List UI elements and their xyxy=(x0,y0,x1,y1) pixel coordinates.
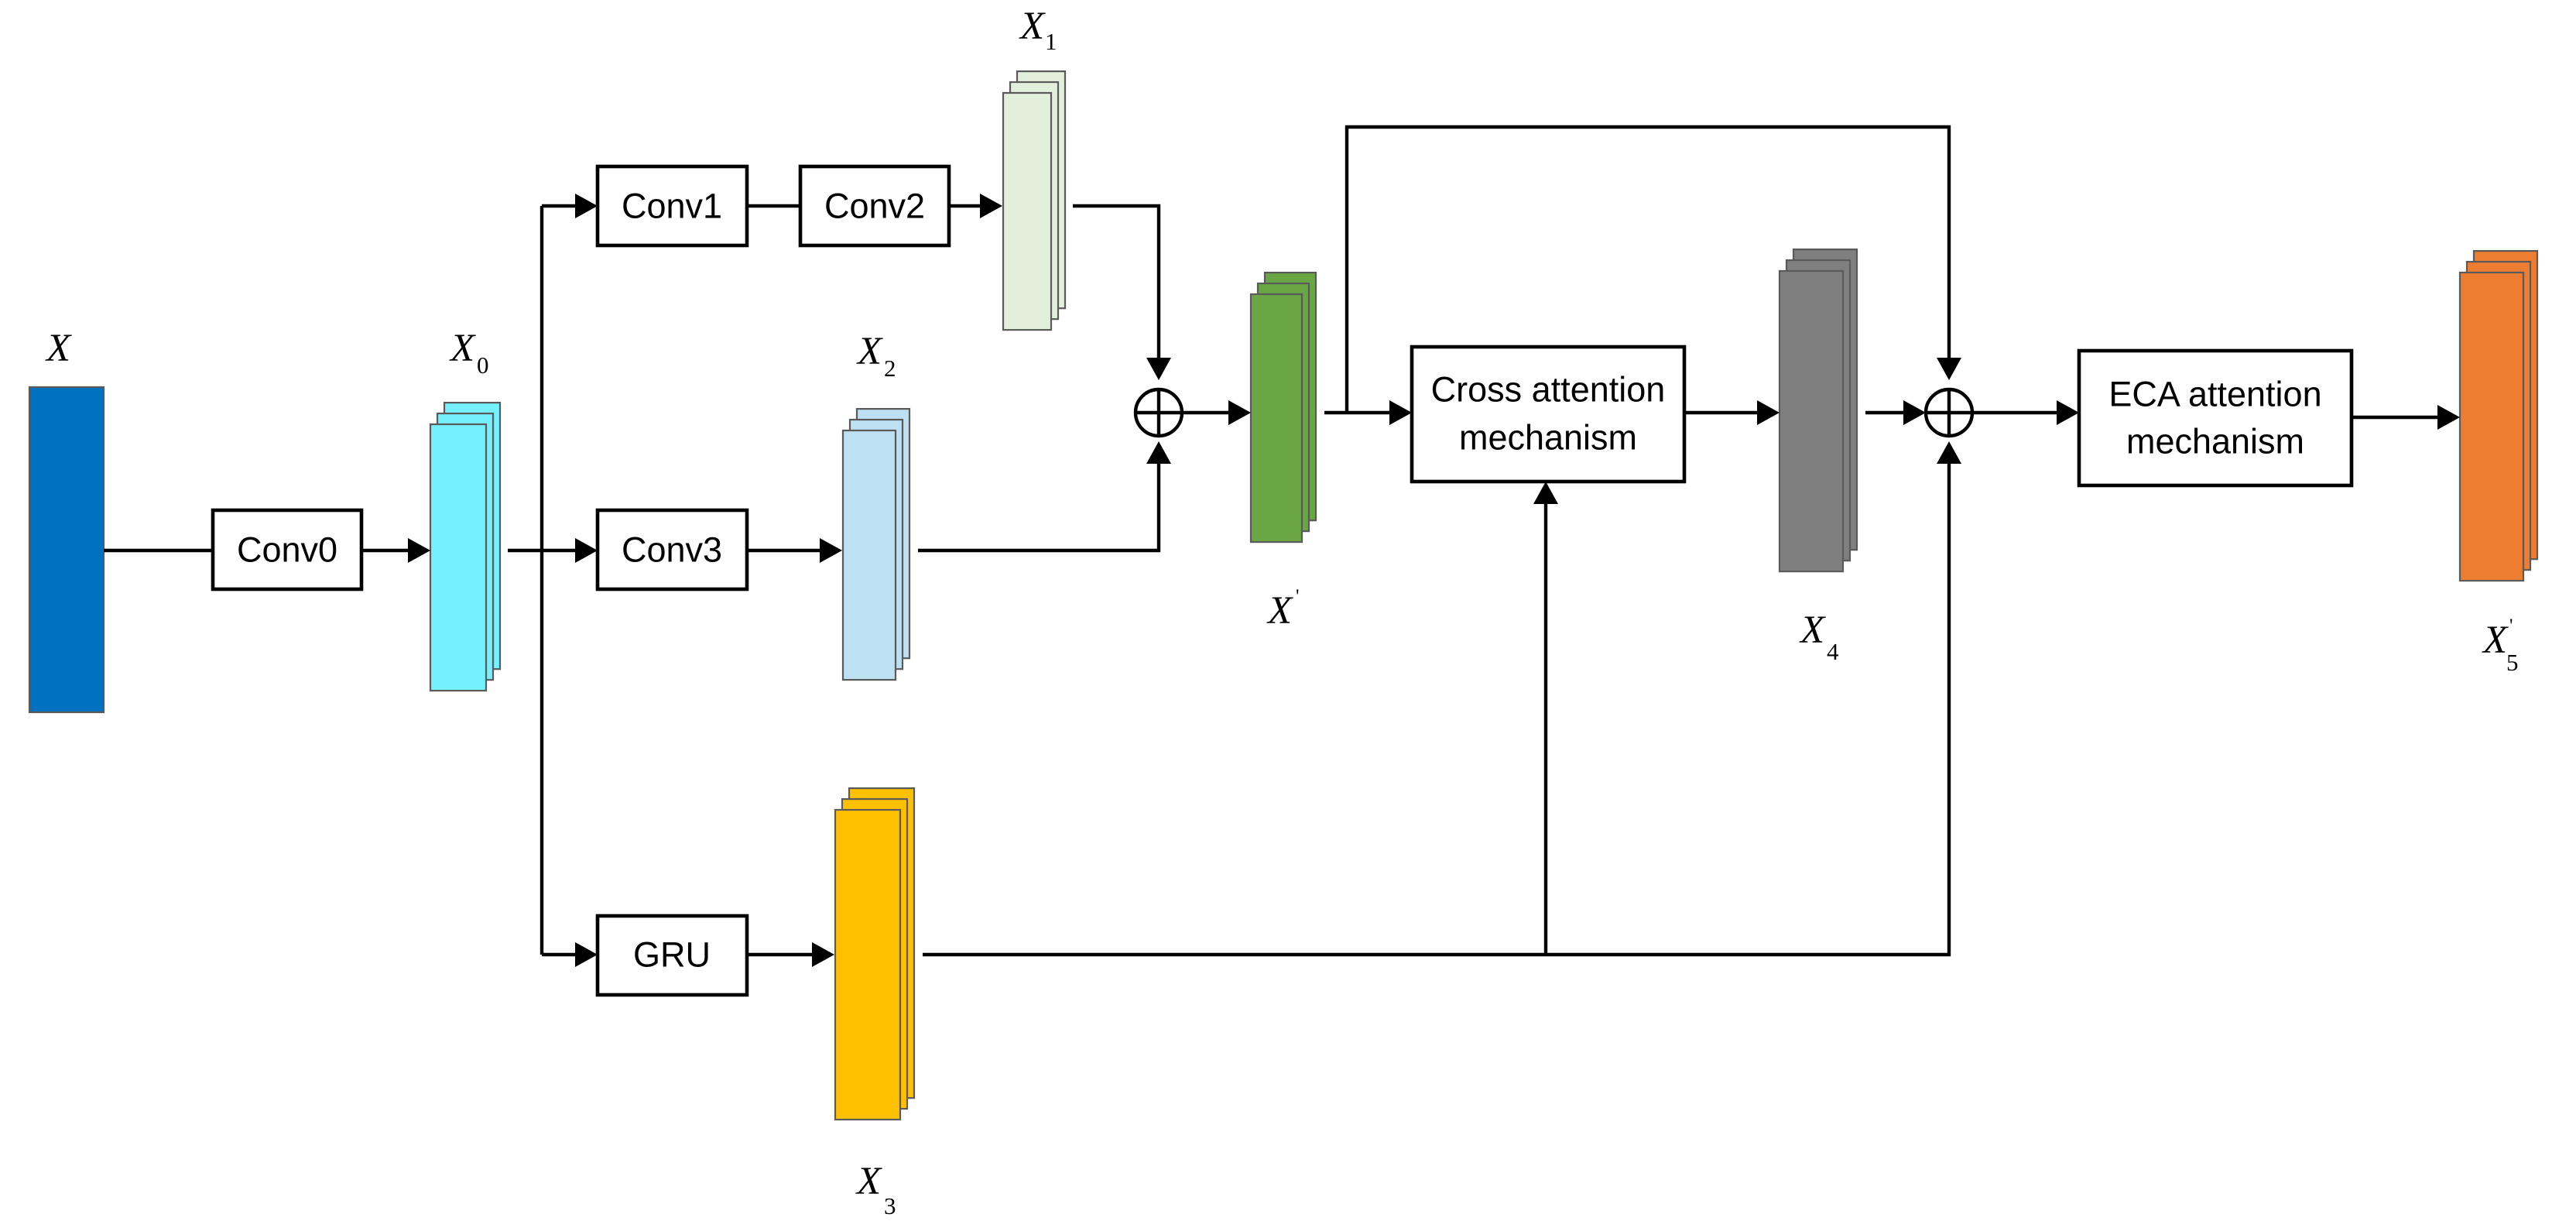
arrowhead xyxy=(1228,400,1251,425)
conv2-label: Conv2 xyxy=(824,187,925,226)
label-x1-symbol: X xyxy=(1019,5,1046,48)
eca-attention-label-line2: mechanism xyxy=(2126,422,2304,461)
x3-output-line xyxy=(923,464,1951,957)
gru-label: GRU xyxy=(633,935,711,975)
arrowhead xyxy=(1146,358,1171,380)
conv1-block: Conv1 xyxy=(595,164,749,248)
arrowhead xyxy=(2437,405,2460,430)
x2-to-sum1-line xyxy=(918,464,1161,553)
conv3-block: Conv3 xyxy=(595,508,749,591)
arrowhead xyxy=(1533,482,1558,504)
feature-map-x4 xyxy=(1778,249,1858,573)
label-x0-subscript: 0 xyxy=(477,351,489,379)
arrowhead xyxy=(575,538,598,563)
conv3-label: Conv3 xyxy=(622,530,722,570)
conv2-block: Conv2 xyxy=(798,164,951,248)
label-x0: X 0 xyxy=(449,327,489,379)
feature-map-x xyxy=(28,386,105,714)
cross-attention-block: Cross attention mechanism xyxy=(1410,345,1687,484)
label-x5-prime-mark: ' xyxy=(2509,616,2513,636)
label-x0-symbol: X xyxy=(449,327,476,370)
label-x5-prime: X ' 5 xyxy=(2482,616,2519,676)
label-x2-subscript: 2 xyxy=(884,355,896,382)
feature-map-x1 xyxy=(1002,70,1067,331)
label-x2-symbol: X xyxy=(856,330,883,373)
feature-map-x2 xyxy=(841,407,911,681)
x1-to-sum1-line xyxy=(1073,204,1161,358)
arrowhead xyxy=(980,194,1002,218)
label-x5-prime-subscript: 5 xyxy=(2506,649,2519,676)
feature-map-front-layer xyxy=(2458,271,2525,582)
label-x4: X 4 xyxy=(1799,609,1839,665)
cross-attention-label-line1: Cross attention xyxy=(1431,370,1666,410)
arrowhead xyxy=(1937,358,1961,380)
eca-attention-block: ECA attention mechanism xyxy=(2077,348,2354,488)
arrowhead xyxy=(575,194,598,218)
feature-map-front-layer xyxy=(1778,269,1845,573)
connectors xyxy=(104,125,2460,967)
label-x3: X 3 xyxy=(855,1160,896,1219)
label-x3-subscript: 3 xyxy=(884,1192,896,1219)
feature-map-front-layer xyxy=(1002,91,1053,331)
feature-map-x0 xyxy=(429,401,502,692)
conv0-label: Conv0 xyxy=(237,530,337,570)
conv1-label: Conv1 xyxy=(622,187,722,226)
feature-map-x3 xyxy=(834,787,916,1121)
label-x3-symbol: X xyxy=(855,1160,882,1203)
feature-map-front-layer xyxy=(28,386,105,714)
skip-connection-line xyxy=(1345,125,1951,413)
arrowhead xyxy=(1146,441,1171,464)
arrowhead xyxy=(812,942,834,967)
label-x2: X 2 xyxy=(856,330,896,382)
label-x-prime: X ' xyxy=(1266,586,1300,633)
sum-node-2 xyxy=(1923,387,1975,438)
arrowhead xyxy=(408,538,430,563)
arrowhead xyxy=(820,538,842,563)
conv0-block: Conv0 xyxy=(211,508,364,591)
label-x-symbol: X xyxy=(45,327,72,370)
arrowhead xyxy=(1937,441,1961,464)
sum-node-1 xyxy=(1133,387,1184,438)
label-x4-subscript: 4 xyxy=(1827,638,1839,665)
label-x1-subscript: 1 xyxy=(1045,28,1057,55)
label-x4-symbol: X xyxy=(1799,609,1826,652)
gru-block: GRU xyxy=(595,914,749,997)
feature-map-front-layer xyxy=(429,423,488,692)
feature-map-x-prime xyxy=(1249,272,1317,543)
arrowhead xyxy=(575,942,598,967)
feature-map-front-layer xyxy=(841,429,897,681)
arrowhead xyxy=(1757,400,1780,425)
feature-map-front-layer xyxy=(1249,293,1303,543)
label-x-prime-mark: ' xyxy=(1296,586,1300,607)
label-x5-prime-symbol: X xyxy=(2482,619,2509,662)
arrowhead xyxy=(1903,400,1926,425)
label-x1: X 1 xyxy=(1019,5,1057,55)
eca-attention-label-line1: ECA attention xyxy=(2108,375,2321,414)
feature-map-x5-prime xyxy=(2458,250,2539,582)
cross-attention-label-line2: mechanism xyxy=(1459,418,1637,458)
arrowhead xyxy=(1389,400,1412,425)
label-x: X xyxy=(45,327,72,370)
label-x-prime-symbol: X xyxy=(1266,589,1293,633)
arrowhead xyxy=(2057,400,2079,425)
feature-map-front-layer xyxy=(834,808,902,1121)
